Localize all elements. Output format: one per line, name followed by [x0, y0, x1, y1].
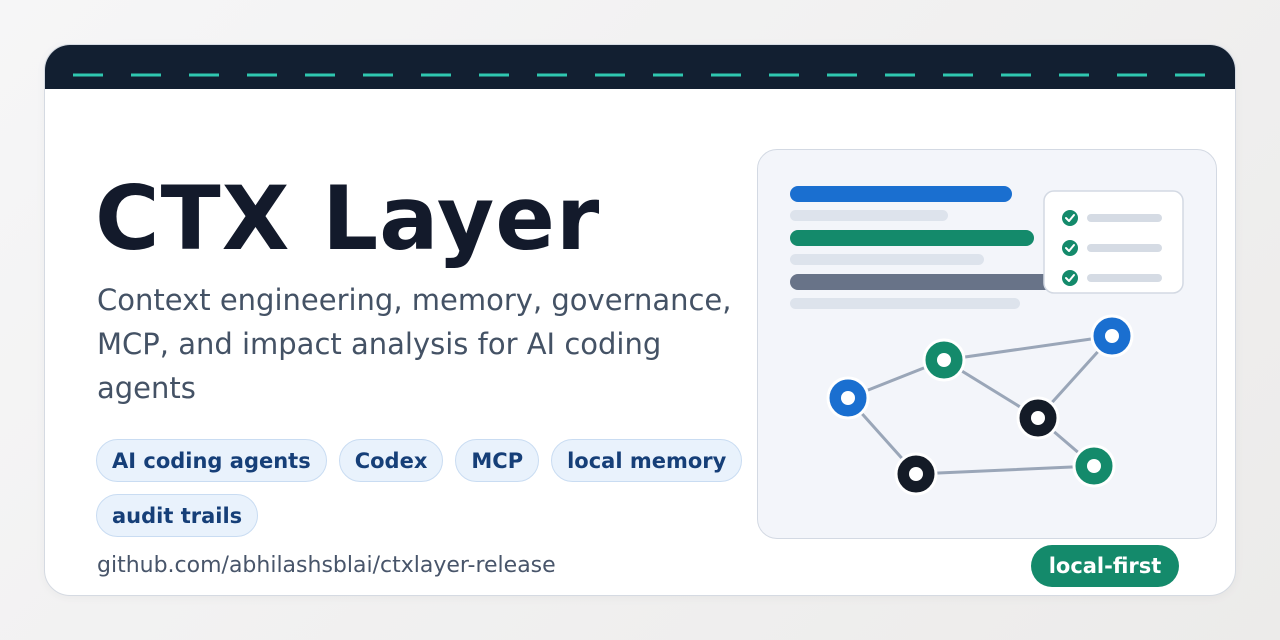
doc-line-blue	[790, 186, 1012, 202]
graph-node-blue	[1090, 314, 1134, 358]
checklist-line	[1087, 244, 1162, 252]
doc-line-slate	[790, 274, 1054, 290]
graph-edges	[846, 334, 1114, 476]
illustration-graphic	[790, 186, 1184, 496]
tag-audit-trails[interactable]: audit trails	[96, 494, 259, 537]
tag-codex[interactable]: Codex	[338, 439, 444, 482]
top-bar	[45, 45, 1235, 89]
doc-line-gray	[790, 298, 1020, 309]
repo-url[interactable]: github.com/abhilashsblai/ctxlayer-releas…	[97, 553, 556, 578]
graph-node-dark	[894, 452, 938, 496]
doc-line-gray	[790, 254, 984, 265]
checklist-line	[1087, 274, 1162, 282]
checklist-card	[1043, 190, 1184, 294]
preview-card: CTX Layer Context engineering, memory, g…	[44, 44, 1236, 596]
local-first-badge: local-first	[1031, 545, 1179, 587]
checklist-line	[1087, 214, 1162, 222]
dashed-accent-line	[73, 73, 1215, 77]
graph-node-green	[1072, 444, 1116, 488]
check-icon	[1062, 240, 1078, 256]
check-icon	[1062, 270, 1078, 286]
document-lines	[790, 186, 1054, 309]
graph-node-green	[922, 338, 966, 382]
doc-line-green	[790, 230, 1034, 246]
page-title: CTX Layer	[95, 167, 601, 270]
graph-node-blue	[826, 376, 870, 420]
tag-list: AI coding agents Codex MCP local memory …	[96, 439, 746, 537]
illustration-panel	[757, 149, 1217, 539]
tag-ai-coding-agents[interactable]: AI coding agents	[96, 439, 327, 482]
graph-node-dark	[1016, 396, 1060, 440]
tag-mcp[interactable]: MCP	[455, 439, 540, 482]
doc-line-gray	[790, 210, 948, 221]
page-subtitle: Context engineering, memory, governance,…	[97, 283, 732, 405]
tag-local-memory[interactable]: local memory	[551, 439, 743, 482]
check-icon	[1062, 210, 1078, 226]
